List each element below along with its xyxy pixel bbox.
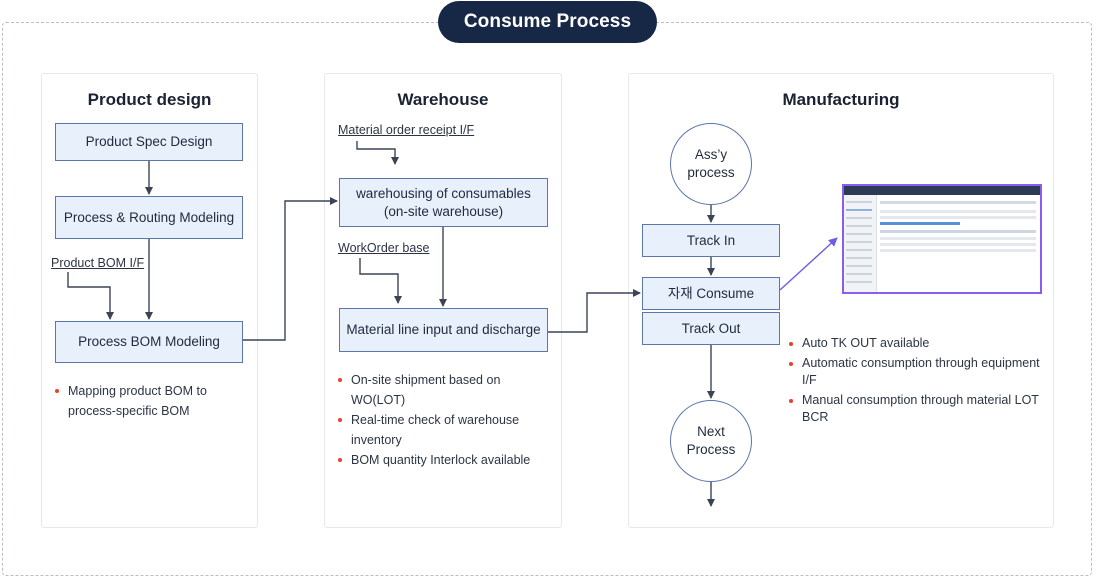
page-title: Consume Process: [438, 1, 657, 43]
consume-box: 자재 Consume: [642, 277, 780, 310]
bullet-item: Automatic consumption through equipment …: [789, 355, 1044, 389]
thumbnail-side-row: [846, 241, 872, 243]
thumbnail-side-row: [846, 201, 872, 203]
track-out-box: Track Out: [642, 312, 780, 345]
warehouse-title: Warehouse: [397, 90, 489, 109]
material-order-receipt-if-label: Material order receipt I/F: [338, 123, 475, 137]
thumbnail-side-row: [846, 209, 872, 211]
thumbnail-side-row: [846, 217, 872, 219]
product-spec-design-box: Product Spec Design: [55, 123, 243, 161]
bullet-dot: [338, 378, 342, 382]
bullet-item: Real-time check of warehouse inventory: [338, 410, 548, 450]
bullet-dot: [55, 389, 59, 393]
warehousing-line1: warehousing of consumables: [356, 185, 531, 201]
bullet-item: On-site shipment based on WO(LOT): [338, 370, 548, 410]
thumbnail-side-row: [846, 233, 872, 235]
mes-screenshot-thumbnail: [842, 184, 1042, 294]
assy-process-circle: Ass’y process: [670, 123, 752, 205]
thumbnail-row: [880, 210, 1036, 213]
next-line1: Next: [697, 424, 725, 439]
product-bom-if-label: Product BOM I/F: [51, 256, 145, 270]
material-line-input-box: Material line input and discharge: [339, 308, 548, 352]
thumbnail-side-row: [846, 257, 872, 259]
thumbnail-row: [880, 201, 1036, 204]
warehouse-bullets: On-site shipment based on WO(LOT) Real-t…: [338, 370, 548, 470]
arrow-consume-to-screenshot: [779, 237, 838, 291]
warehousing-line2: (on-site warehouse): [383, 203, 504, 219]
arrow-bom-to-warehouse: [243, 197, 338, 341]
warehousing-consumables-box: warehousing of consumables (on-site ware…: [339, 178, 548, 227]
thumbnail-side-row: [846, 225, 872, 227]
thumbnail-row: [880, 249, 1036, 252]
arrow-bom-if-to-bom: [67, 272, 114, 320]
thumbnail-row: [880, 243, 1036, 246]
bullet-dot: [338, 458, 342, 462]
next-line2: Process: [686, 442, 736, 457]
thumbnail-side-row: [846, 265, 872, 267]
arrow-line-input-to-consume: [548, 289, 641, 333]
thumbnail-row: [880, 237, 1036, 240]
next-process-circle: Next Process: [670, 400, 752, 482]
bullet-dot: [789, 362, 793, 366]
arrow-order-if-to-warehousing: [356, 141, 399, 165]
thumbnail-topbar: [844, 186, 1040, 195]
workorder-base-label: WorkOrder base: [338, 241, 430, 255]
bullet-item: Mapping product BOM to process-specific …: [55, 381, 235, 421]
assy-line1: Ass’y: [694, 147, 728, 162]
thumbnail-row: [880, 222, 960, 225]
bullet-item: Manual consumption through material LOT …: [789, 392, 1044, 426]
bullet-dot: [338, 418, 342, 422]
thumbnail-side-row: [846, 273, 872, 275]
bullet-item: Auto TK OUT available: [789, 335, 1044, 352]
process-routing-modeling-box: Process & Routing Modeling: [55, 196, 243, 239]
thumbnail-sidebar: [844, 195, 877, 292]
assy-line2: process: [687, 165, 735, 180]
track-in-box: Track In: [642, 224, 780, 257]
thumbnail-side-row: [846, 281, 872, 283]
bullet-item: BOM quantity Interlock available: [338, 450, 548, 470]
manufacturing-title: Manufacturing: [782, 90, 900, 109]
bullet-dot: [789, 399, 793, 403]
thumbnail-row: [880, 230, 1036, 233]
bullet-dot: [789, 342, 793, 346]
arrow-workorder-to-line-input: [359, 258, 402, 304]
product-design-title: Product design: [87, 90, 212, 109]
process-bom-modeling-box: Process BOM Modeling: [55, 321, 243, 363]
thumbnail-side-row: [846, 249, 872, 251]
product-design-bullets: Mapping product BOM to process-specific …: [55, 381, 235, 421]
thumbnail-row: [880, 216, 1036, 219]
manufacturing-bullets: Auto TK OUT available Automatic consumpt…: [789, 335, 1044, 426]
